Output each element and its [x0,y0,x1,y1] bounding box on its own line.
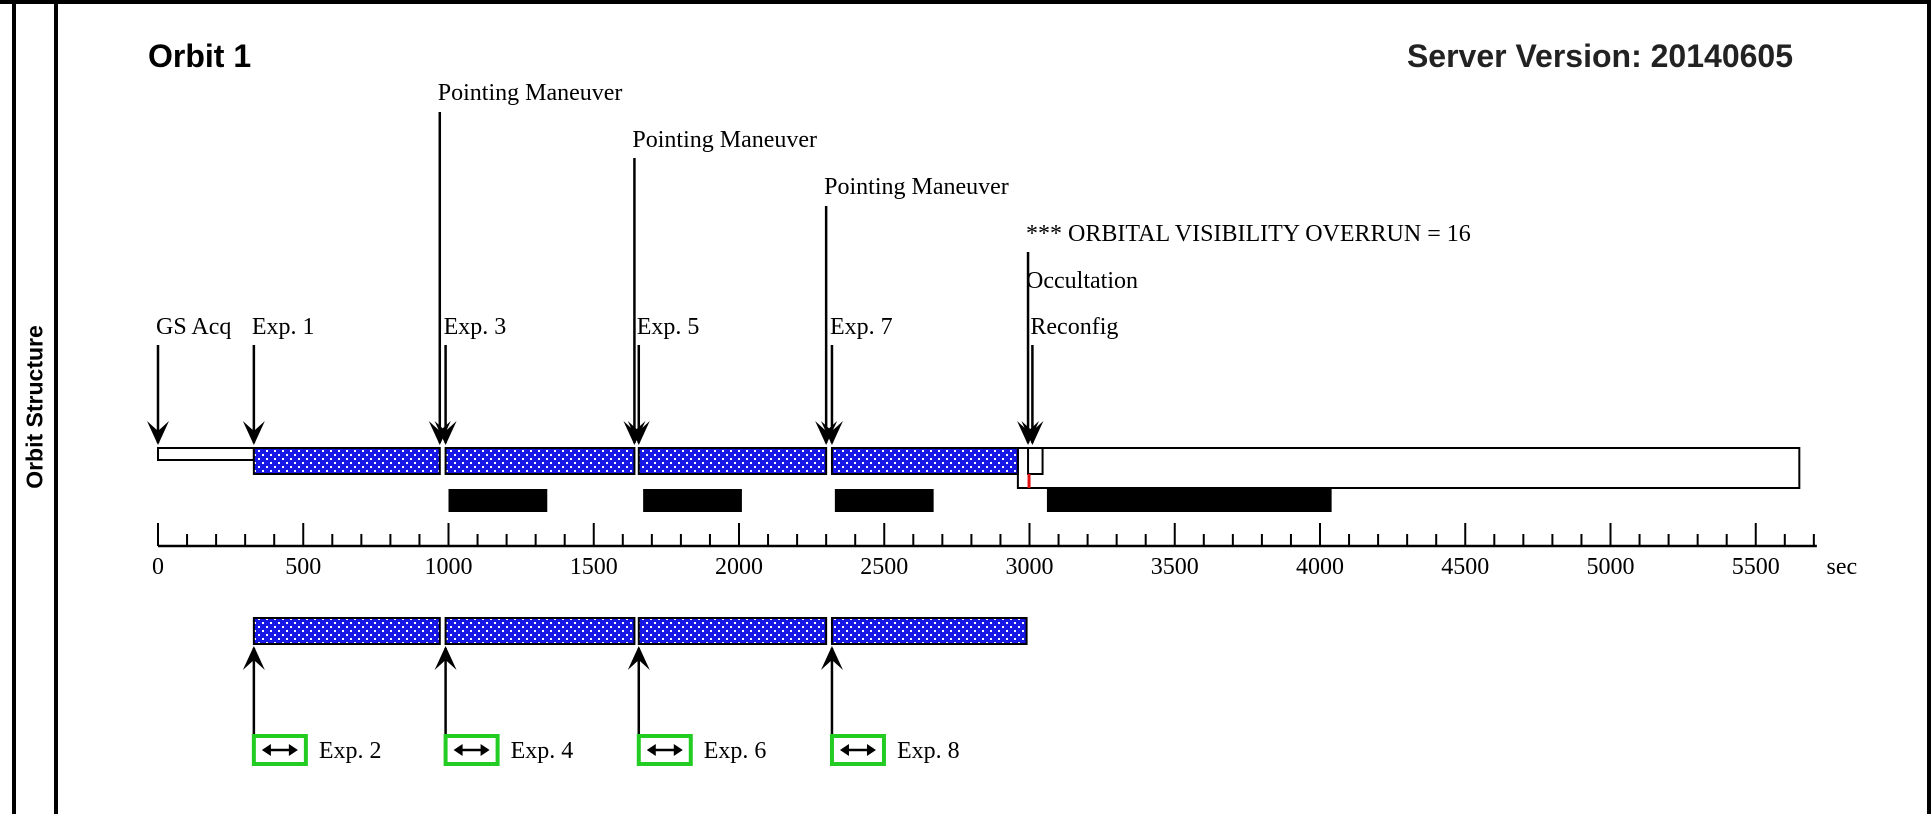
event-arrow [242,345,265,445]
exposure-bar-upper-3 [637,447,828,475]
pointing-maneuver-label: Pointing Maneuver [824,174,1009,200]
black-bar-4 [1046,489,1332,512]
parallel-exposure-arrow [242,646,265,736]
server-version-label: Server Version: 20140605 [1406,38,1793,74]
black-bar-3 [834,489,934,512]
parallel-exposure-label: Exp. 8 [897,738,960,764]
event-label: GS Acq [156,314,231,340]
axis-tick-label: 4000 [1296,554,1344,580]
parallel-icon [636,734,693,766]
axis-tick-label: 1500 [570,554,618,580]
parallel-icon [829,734,886,766]
orbit-visibility-box [1016,447,1801,489]
axis-tick-label: 5500 [1732,554,1780,580]
axis-tick-label: 2500 [860,554,908,580]
reconfig-box [1027,447,1044,475]
pointing-maneuver-label: Pointing Maneuver [438,80,623,106]
axis-tick-label: 2000 [715,554,763,580]
pointing-maneuver-arrow [815,206,838,445]
axis-tick-label: 3500 [1151,554,1199,580]
exposure-bar-lower-3 [637,617,828,645]
pointing-maneuver-arrow [428,112,451,445]
acquisition-segment [157,447,255,461]
black-bar-2 [643,489,742,512]
axis-tick-label: 5000 [1587,554,1635,580]
side-label-panel [12,0,58,814]
parallel-exposure-label: Exp. 6 [704,738,767,764]
exposure-bar-upper-1 [252,447,441,475]
parallel-exposure-label: Exp. 2 [319,738,382,764]
occultation-arrow [1017,252,1040,445]
parallel-icon [443,734,500,766]
black-bar-1 [448,489,548,512]
event-label: Reconfig [1030,314,1118,340]
parallel-icon [251,734,308,766]
parallel-exposure-arrow [627,646,650,736]
pointing-maneuver-arrow [623,158,646,445]
exposure-bar-lower-2 [444,617,636,645]
event-arrow [147,345,169,445]
axis-unit-label: sec [1827,554,1858,580]
parallel-exposure-arrow [434,646,457,736]
axis-tick-label: 3000 [1006,554,1054,580]
pointing-maneuver-label: Pointing Maneuver [632,127,817,153]
overrun-label: *** ORBITAL VISIBILITY OVERRUN = 16 [1026,221,1471,247]
exposure-bar-lower-4 [830,617,1028,645]
axis-tick-label: 1000 [425,554,473,580]
exposure-bar-lower-1 [252,617,441,645]
parallel-exposure-label: Exp. 4 [511,738,574,764]
exposure-bar-upper-4 [830,447,1019,475]
event-label: Exp. 5 [637,314,700,340]
axis-tick-label: 0 [152,554,164,580]
occultation-label: Occultation [1026,268,1138,294]
axis-tick-label: 4500 [1441,554,1489,580]
exposure-bar-upper-2 [444,447,636,475]
event-label: Exp. 3 [444,314,507,340]
parallel-exposure-arrow [820,646,843,736]
event-label: Exp. 1 [252,314,315,340]
axis-tick-label: 500 [285,554,321,580]
event-label: Exp. 7 [830,314,893,340]
orbit-title: Orbit 1 [148,38,252,74]
